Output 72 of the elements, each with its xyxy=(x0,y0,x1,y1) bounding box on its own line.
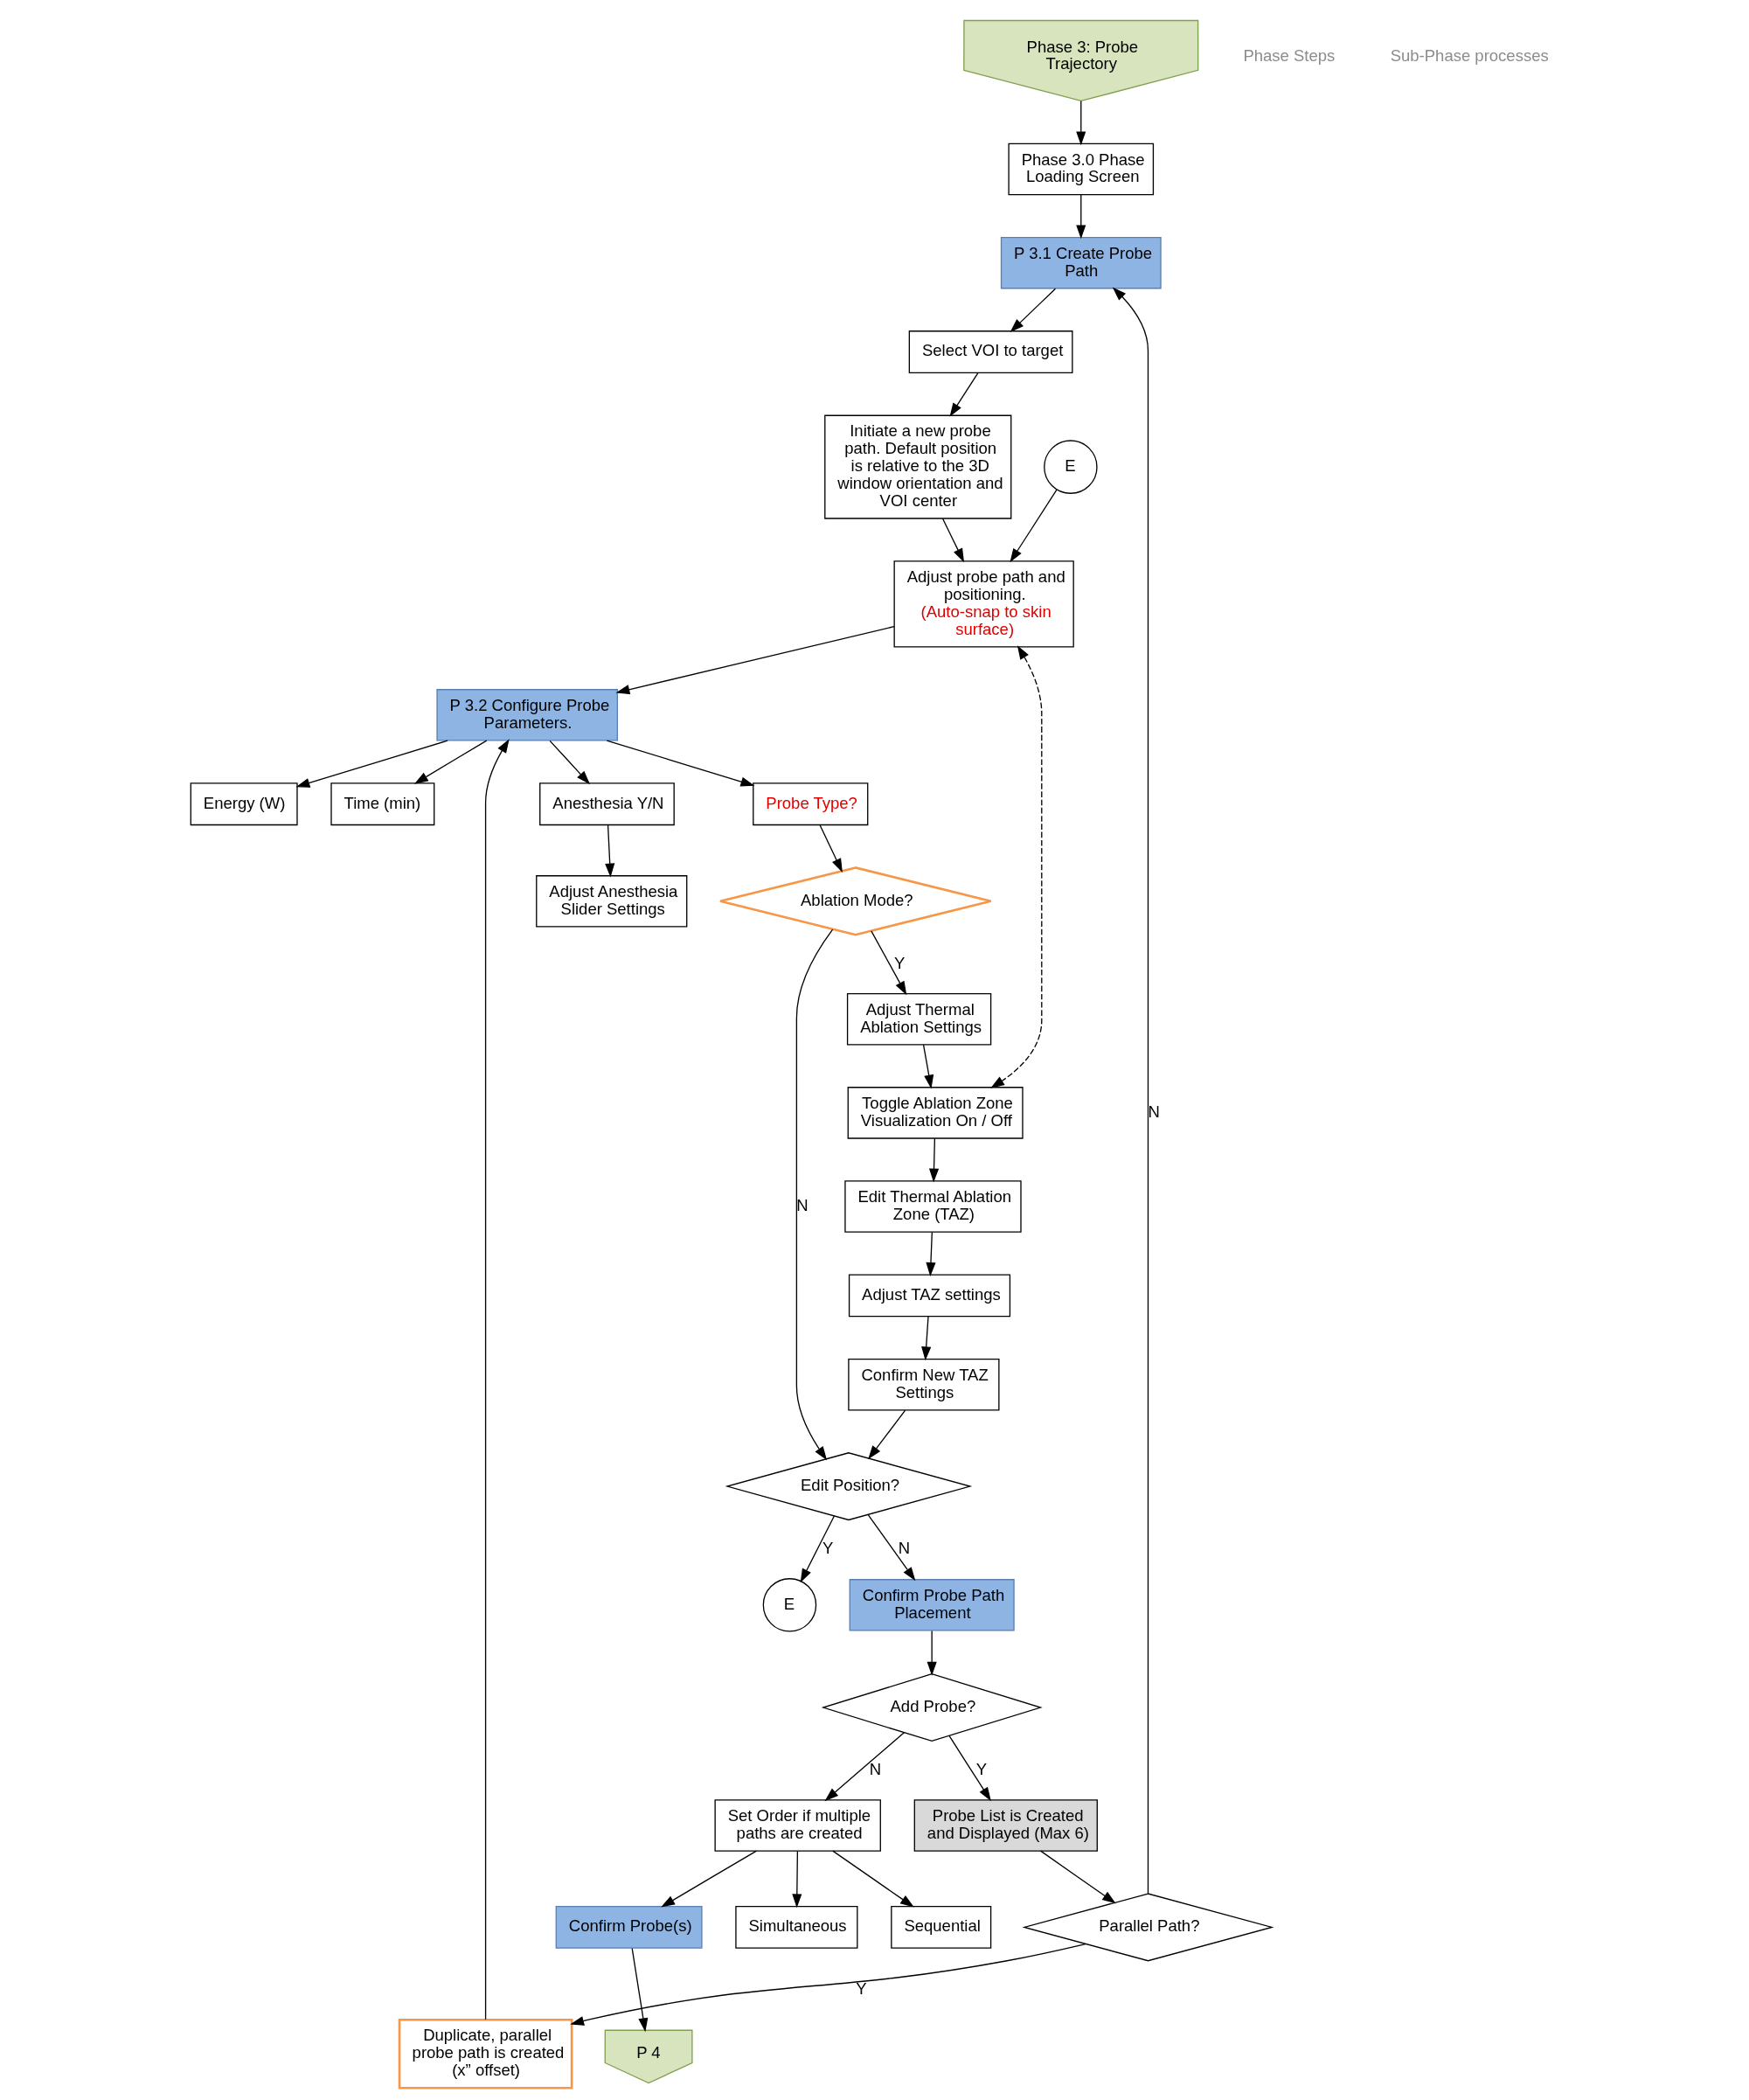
arrow xyxy=(295,740,448,788)
node-box: Edit Thermal Ablation Zone (TAZ) xyxy=(843,1180,1022,1233)
arrow xyxy=(928,1137,939,1183)
node-box: Time (min) xyxy=(330,782,434,826)
edge-label: N xyxy=(795,1195,809,1214)
label: Sub-Phase processes xyxy=(1390,45,1549,65)
node-box: Adjust Thermal Ablation Settings xyxy=(846,992,991,1046)
arrow xyxy=(615,625,895,695)
edge-label: Y xyxy=(893,953,905,972)
arrow xyxy=(795,928,833,1461)
node-box: Sequential xyxy=(890,1905,991,1949)
node-box: Toggle Ablation Zone Visualization On / Off xyxy=(847,1087,1024,1139)
node-circle: E xyxy=(1043,440,1098,494)
arrow xyxy=(941,518,964,563)
arrow xyxy=(823,1732,905,1802)
arrow xyxy=(1009,489,1058,563)
arrow xyxy=(989,645,1042,1088)
arrow xyxy=(660,1850,757,1908)
node-box: Probe Type? xyxy=(752,782,868,826)
arrow xyxy=(922,1044,933,1089)
node-box: Simultaneous xyxy=(734,1905,857,1949)
node-box: Probe List is Created and Displayed (Max 6) xyxy=(913,1799,1098,1852)
arrow xyxy=(927,1630,937,1676)
edge-label: N xyxy=(869,1760,881,1779)
node-box: Duplicate, parallel probe path is created (x” offset) xyxy=(398,2018,573,2090)
node-circle: E xyxy=(762,1578,816,1632)
node-box: Confirm Probe Path Placement xyxy=(849,1579,1015,1631)
arrow xyxy=(925,1231,935,1276)
arrow xyxy=(819,824,843,873)
arrow xyxy=(1075,194,1086,240)
node-box: Select VOI to target xyxy=(908,330,1072,373)
arrow xyxy=(1112,287,1149,1895)
arrow xyxy=(604,824,614,878)
node-box: Anesthesia Y/N xyxy=(538,782,675,826)
arrow xyxy=(947,1735,991,1802)
node-box: Energy (W) xyxy=(190,782,298,826)
arrow xyxy=(484,739,510,2020)
node-box: Adjust TAZ settings xyxy=(848,1274,1010,1318)
node-diamond: Add Probe? xyxy=(821,1673,1043,1742)
node-box: Set Order if multiple paths are created xyxy=(714,1799,881,1852)
arrow xyxy=(791,1850,802,1909)
arrow xyxy=(867,1409,906,1460)
arrow xyxy=(1039,1850,1116,1904)
arrow xyxy=(569,1943,1086,2026)
edge-label: Y xyxy=(822,1539,833,1558)
arrow xyxy=(920,1316,931,1361)
node-box: P 3.2 Configure Probe Parameters. xyxy=(435,689,618,741)
node-box: Initiate a new probe path. Default position is relative to the 3D window orientation and VOI center xyxy=(823,414,1011,519)
arrow xyxy=(413,740,487,784)
arrow xyxy=(867,1513,915,1582)
label: Phase Steps xyxy=(1242,45,1335,65)
edge-label: Y xyxy=(975,1760,987,1779)
arrow xyxy=(1010,288,1056,333)
node-diamond: Ablation Mode? xyxy=(718,866,992,936)
node-box: Confirm New TAZ Settings xyxy=(847,1358,999,1411)
edge-label: N xyxy=(898,1539,910,1558)
arrow xyxy=(631,1947,648,2033)
arrow xyxy=(800,1515,835,1583)
arrow xyxy=(548,740,590,785)
arrow xyxy=(1075,100,1086,146)
arrow xyxy=(831,1850,914,1908)
node-box: Phase 3.0 Phase Loading Screen xyxy=(1007,143,1154,196)
node-box: Adjust Anesthesia Slider Settings xyxy=(535,875,687,928)
arrow xyxy=(606,740,754,787)
node-box: Adjust probe path and positioning. (Auto-snap to skin surface) xyxy=(893,560,1074,648)
node-box: Confirm Probe(s) xyxy=(555,1905,703,1949)
arrow xyxy=(870,930,906,996)
edge-label: Y xyxy=(855,1979,867,1999)
node-box: P 3.1 Create Probe Path xyxy=(1000,236,1162,289)
node-diamond: Edit Position? xyxy=(725,1452,972,1521)
edge-label: N xyxy=(1147,1102,1160,1121)
arrow xyxy=(949,372,978,417)
